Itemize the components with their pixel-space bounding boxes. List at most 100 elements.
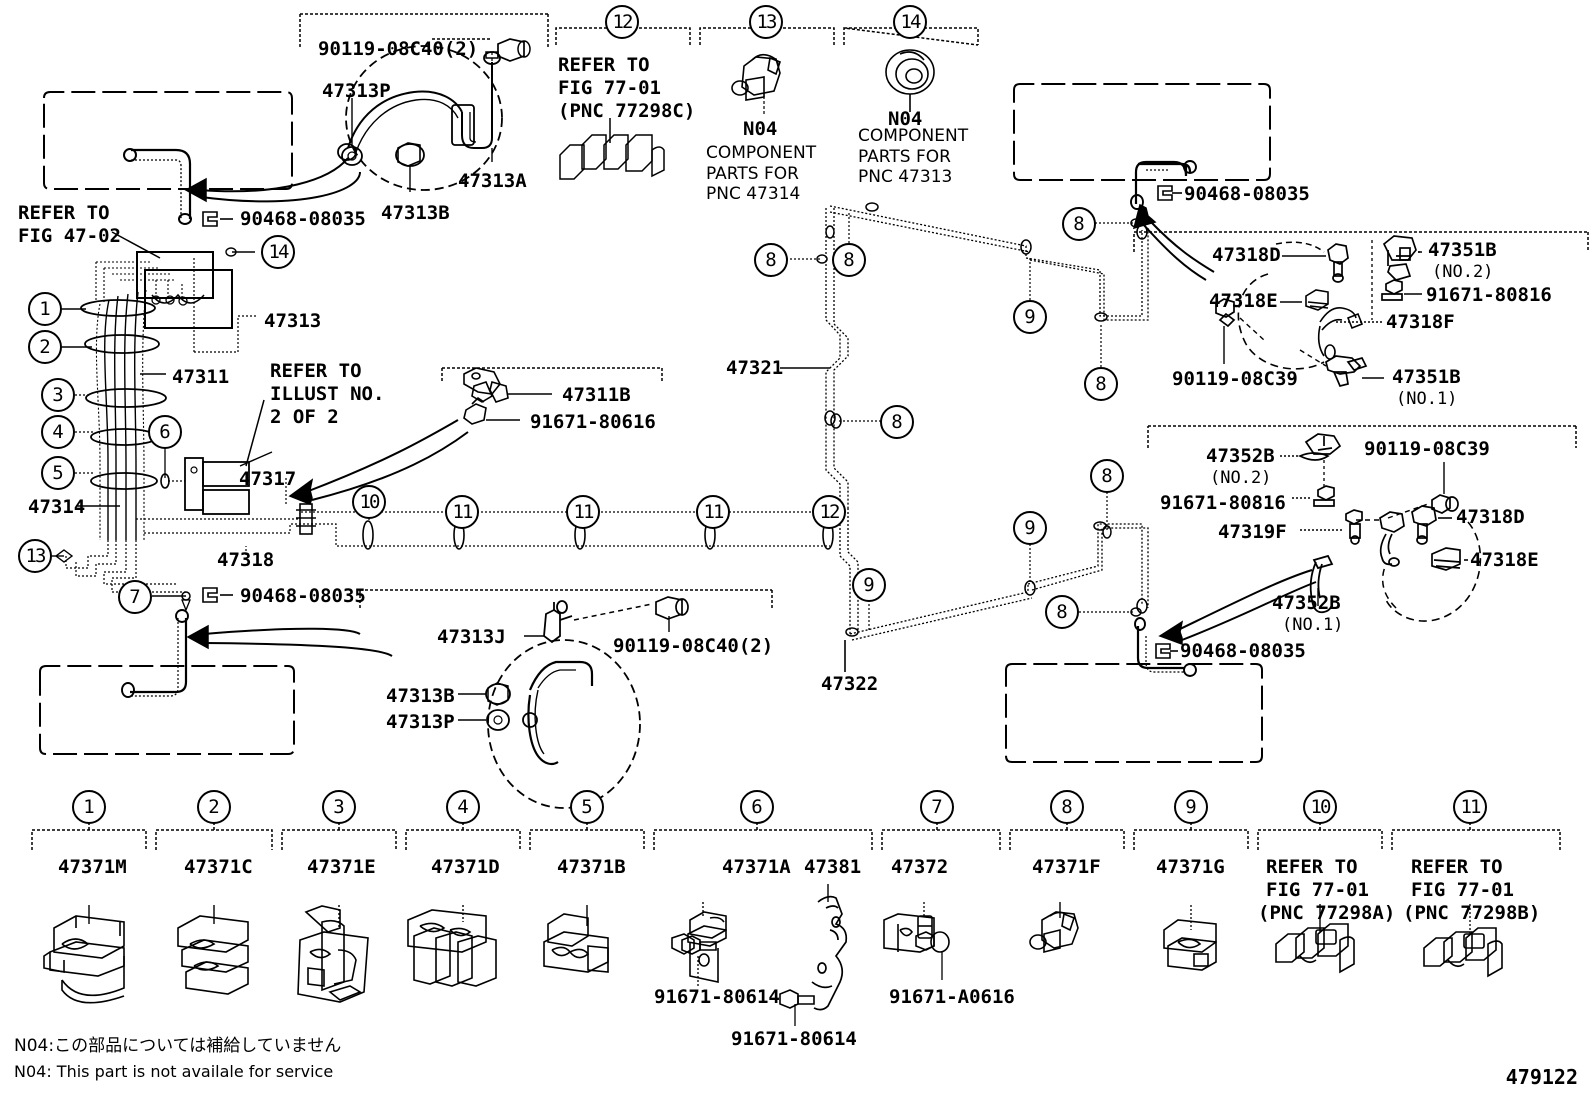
label-90119-08C39-top: 90119-08C39 xyxy=(1172,368,1298,390)
diagram-callout-9-c: 9 xyxy=(852,568,886,602)
diagram-callout-7: 7 xyxy=(118,580,152,614)
label-47318E-top: 47318E xyxy=(1209,290,1278,312)
diagram-callout-9-a: 9 xyxy=(1013,300,1047,334)
label-47351B-no1: 47351B xyxy=(1392,366,1461,388)
label-47318E-bottom: 47318E xyxy=(1470,549,1539,571)
label-47317: 47317 xyxy=(239,468,297,490)
label-47313P-bottom: 47313P xyxy=(386,711,455,733)
legend-code-6b: 47381 xyxy=(804,856,862,878)
label-47311: 47311 xyxy=(172,366,230,388)
diagram-callout-6: 6 xyxy=(148,415,182,449)
legend-code-10-line1: REFER TO xyxy=(1266,856,1358,878)
legend-extra-6a: 91671-80614 xyxy=(654,986,780,1008)
label-90119-08C40-bottom: 90119-08C40(2) xyxy=(613,635,774,657)
label-47313B-bottom: 47313B xyxy=(386,685,455,707)
diagram-callout-5: 5 xyxy=(41,456,75,490)
label-47352B-no1-sub: (NO.1) xyxy=(1282,615,1344,635)
legend-code-5: 47371B xyxy=(557,856,626,878)
label-47318D-top: 47318D xyxy=(1212,244,1281,266)
label-90468-08035-topright: 90468-08035 xyxy=(1184,183,1310,205)
legend-callout-3: 3 xyxy=(322,790,356,824)
legend-code-2: 47371C xyxy=(184,856,253,878)
label-47352B-no2: 47352B xyxy=(1206,445,1275,467)
legend-code-3: 47371E xyxy=(307,856,376,878)
group-callout-13: 13 xyxy=(749,5,783,39)
legend-code-4: 47371D xyxy=(431,856,500,878)
label-47313J: 47313J xyxy=(437,626,506,648)
group-12-refer-text: REFER TO FIG 77-01 (PNC 77298C) xyxy=(558,54,696,123)
diagram-callout-9-b: 9 xyxy=(1013,511,1047,545)
label-47311B: 47311B xyxy=(562,384,631,406)
diagram-callout-3: 3 xyxy=(41,378,75,412)
label-91671-80616: 91671-80616 xyxy=(530,411,656,433)
diagram-callout-8-g: 8 xyxy=(1045,595,1079,629)
label-90468-08035-topleft: 90468-08035 xyxy=(240,208,366,230)
legend-callout-10: 10 xyxy=(1303,790,1337,824)
legend-callout-8: 8 xyxy=(1050,790,1084,824)
legend-code-11-line3: (PNC 77298B) xyxy=(1403,902,1541,924)
refer-to-fig-47-02: REFER TO FIG 47-02 xyxy=(18,202,121,248)
label-47352B-no1: 47352B xyxy=(1272,592,1341,614)
legend-code-10-line3: (PNC 77298A) xyxy=(1258,902,1396,924)
label-47318: 47318 xyxy=(217,549,275,571)
label-47318D-bottom: 47318D xyxy=(1456,506,1525,528)
legend-code-6a: 47371A xyxy=(722,856,791,878)
legend-callout-7: 7 xyxy=(920,790,954,824)
footnote-japanese: N04:この部品については補給していません xyxy=(14,1036,342,1056)
group-callout-12: 12 xyxy=(605,5,639,39)
legend-callout-1: 1 xyxy=(72,790,106,824)
legend-callout-6: 6 xyxy=(740,790,774,824)
diagram-callout-2: 2 xyxy=(28,330,62,364)
label-47322: 47322 xyxy=(821,673,879,695)
legend-callout-11: 11 xyxy=(1453,790,1487,824)
refer-to-illust-2of2: REFER TO ILLUST NO. 2 OF 2 xyxy=(270,360,385,429)
diagram-callout-14: 14 xyxy=(261,235,295,269)
label-90468-08035-bottomleft: 90468-08035 xyxy=(240,585,366,607)
diagram-callout-8-f: 8 xyxy=(1090,459,1124,493)
legend-code-7: 47372 xyxy=(891,856,949,878)
label-47319F: 47319F xyxy=(1218,521,1287,543)
label-90468-08035-bottomright: 90468-08035 xyxy=(1180,640,1306,662)
diagram-callout-1: 1 xyxy=(28,292,62,326)
label-47351B-no1-sub: (NO.1) xyxy=(1396,389,1458,409)
legend-code-10-line2: FIG 77-01 xyxy=(1266,879,1369,901)
diagram-callout-12-line: 12 xyxy=(812,495,846,529)
label-90119-08C40-top: 90119-08C40(2) xyxy=(318,38,479,60)
legend-callout-2: 2 xyxy=(197,790,231,824)
group-14-code: N04 xyxy=(888,108,923,130)
label-47318F: 47318F xyxy=(1386,311,1455,333)
figure-number: 479122 xyxy=(1505,1065,1578,1089)
label-47313P-top: 47313P xyxy=(322,80,391,102)
group-callout-14: 14 xyxy=(893,5,927,39)
label-47352B-no2-sub: (NO.2) xyxy=(1210,468,1272,488)
legend-code-11-line1: REFER TO xyxy=(1411,856,1503,878)
footnote-english: N04: This part is not availale for servi… xyxy=(14,1062,334,1081)
label-91671-80816-top: 91671-80816 xyxy=(1426,284,1552,306)
label-47314: 47314 xyxy=(28,496,86,518)
diagram-callout-4: 4 xyxy=(41,415,75,449)
diagram-callout-11-a: 11 xyxy=(445,495,479,529)
group-13-code: N04 xyxy=(743,118,778,140)
group-13-component-text: COMPONENT PARTS FOR PNC 47314 xyxy=(706,143,817,205)
diagram-callout-11-c: 11 xyxy=(696,495,730,529)
diagram-callout-13: 13 xyxy=(18,539,52,573)
label-91671-80816-bottom: 91671-80816 xyxy=(1160,492,1286,514)
label-47321: 47321 xyxy=(726,357,784,379)
diagram-callout-8-c: 8 xyxy=(1062,207,1096,241)
label-47351B-no2: 47351B xyxy=(1428,239,1497,261)
diagram-callout-11-b: 11 xyxy=(566,495,600,529)
label-47351B-no2-sub: (NO.2) xyxy=(1432,262,1494,282)
label-47313A: 47313A xyxy=(458,170,527,192)
group-14-component-text: COMPONENT PARTS FOR PNC 47313 xyxy=(858,126,969,188)
diagram-callout-8-b: 8 xyxy=(832,243,866,277)
diagram-callout-10: 10 xyxy=(352,485,386,519)
legend-code-1: 47371M xyxy=(58,856,127,878)
label-47313: 47313 xyxy=(264,310,322,332)
legend-code-11-line2: FIG 77-01 xyxy=(1411,879,1514,901)
legend-callout-4: 4 xyxy=(446,790,480,824)
diagram-callout-8-a: 8 xyxy=(754,243,788,277)
legend-code-9: 47371G xyxy=(1156,856,1225,878)
diagram-callout-8-e: 8 xyxy=(880,405,914,439)
